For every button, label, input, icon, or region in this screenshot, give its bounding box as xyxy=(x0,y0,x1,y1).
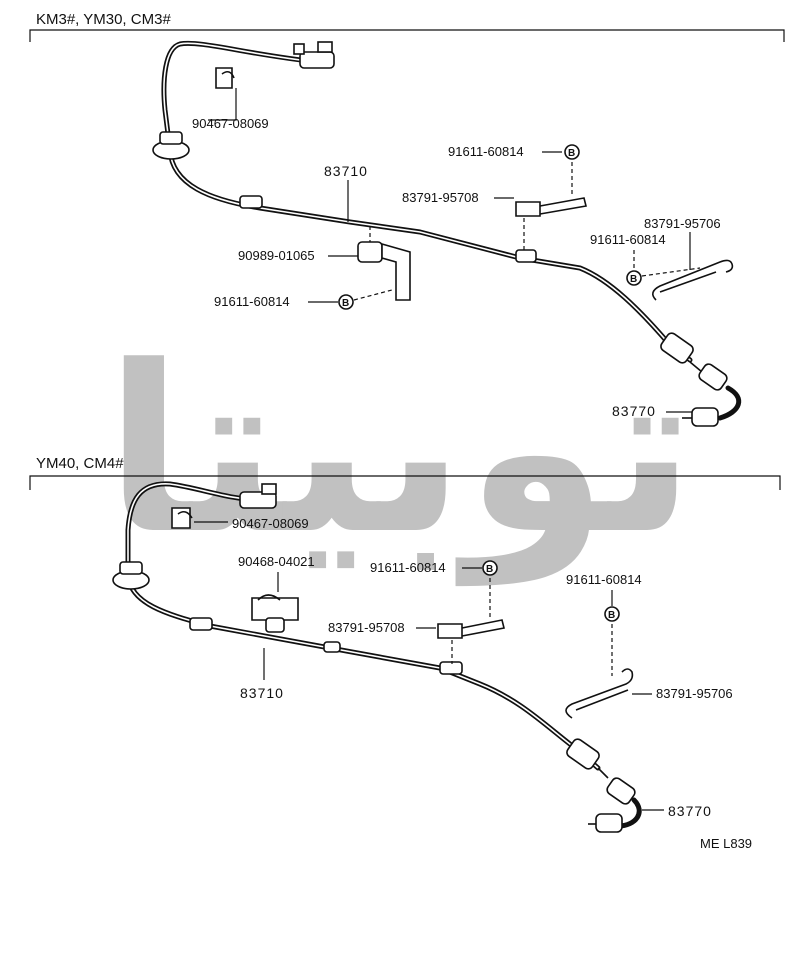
bolt-letter-mid-lower: B xyxy=(486,564,493,575)
label-bolt-right-lower: 91611-60814 xyxy=(566,572,642,587)
section-title-upper: KM3#, YM30, CM3# xyxy=(36,11,171,28)
label-bracket-right-upper: 83791-95706 xyxy=(644,216,721,231)
bolt-letter-low-upper: B xyxy=(342,298,349,309)
clip-upper xyxy=(208,67,237,121)
bracket-95708-lower xyxy=(437,619,505,664)
label-cable-upper: 83710 xyxy=(324,163,368,179)
bolt-mark-top-upper xyxy=(564,144,580,160)
speedometer-cable-upper xyxy=(161,40,693,363)
cable-connector-top-lower xyxy=(239,483,277,509)
label-bolt-right-upper: 91611-60814 xyxy=(590,232,666,247)
label-end-fitting-upper: 83770 xyxy=(612,403,656,419)
label-bolt-top-upper: 91611-60814 xyxy=(448,144,524,159)
clamp-90468-lower xyxy=(251,594,299,633)
label-clamp-lower: 90468-04021 xyxy=(238,554,315,569)
label-bolt-mid-lower: 91611-60814 xyxy=(370,560,446,575)
label-bolt-low-upper: 91611-60814 xyxy=(214,294,290,309)
bolt-letter-right-upper: B xyxy=(630,274,637,285)
diagram-code: ME L839 xyxy=(700,836,752,851)
label-bracket-left-lower: 83791-95708 xyxy=(328,620,405,635)
end-fitting-83770-upper xyxy=(660,332,742,427)
end-fitting-83770-lower xyxy=(566,738,642,833)
watermark-text: توبيتا xyxy=(104,318,695,587)
clip-lower xyxy=(171,507,228,529)
bracket-95706-lower xyxy=(565,668,652,719)
section-bracket-lower xyxy=(29,475,781,490)
label-bracket-right-lower: 83791-95706 xyxy=(656,686,733,701)
label-clamp-upper: 90989-01065 xyxy=(238,248,315,263)
grommet-lower xyxy=(112,561,150,590)
label-cable-lower: 83710 xyxy=(240,685,284,701)
clamp-90989-upper xyxy=(357,226,411,301)
label-bracket-left-upper: 83791-95708 xyxy=(402,190,479,205)
bolt-mark-right-lower xyxy=(604,606,620,622)
bolt-mark-low-upper xyxy=(338,294,354,310)
section-title-lower: YM40, CM4# xyxy=(36,455,124,472)
section-lower: YM40, CM4# 90467-08069 90468-04021 xyxy=(29,455,781,833)
cable-sleeves-upper xyxy=(239,195,537,263)
label-clip-lower: 90467-08069 xyxy=(232,516,309,531)
grommet-upper xyxy=(152,131,190,160)
bolt-mark-right-upper xyxy=(626,270,642,286)
section-bracket-upper xyxy=(29,29,785,42)
bracket-95708-upper xyxy=(515,197,587,217)
bolt-letter-top-upper: B xyxy=(568,148,575,159)
cable-sleeves-lower xyxy=(189,617,463,675)
label-end-fitting-lower: 83770 xyxy=(668,803,712,819)
bolt-letter-right-lower: B xyxy=(608,610,615,621)
section-upper: KM3#, YM30, CM3# 90467-08069 83710 xyxy=(29,11,785,427)
bracket-95706-upper xyxy=(652,232,734,301)
label-clip-upper: 90467-08069 xyxy=(192,116,269,131)
cable-connector-top-upper xyxy=(293,41,335,69)
bolt-mark-mid-lower xyxy=(482,560,498,576)
